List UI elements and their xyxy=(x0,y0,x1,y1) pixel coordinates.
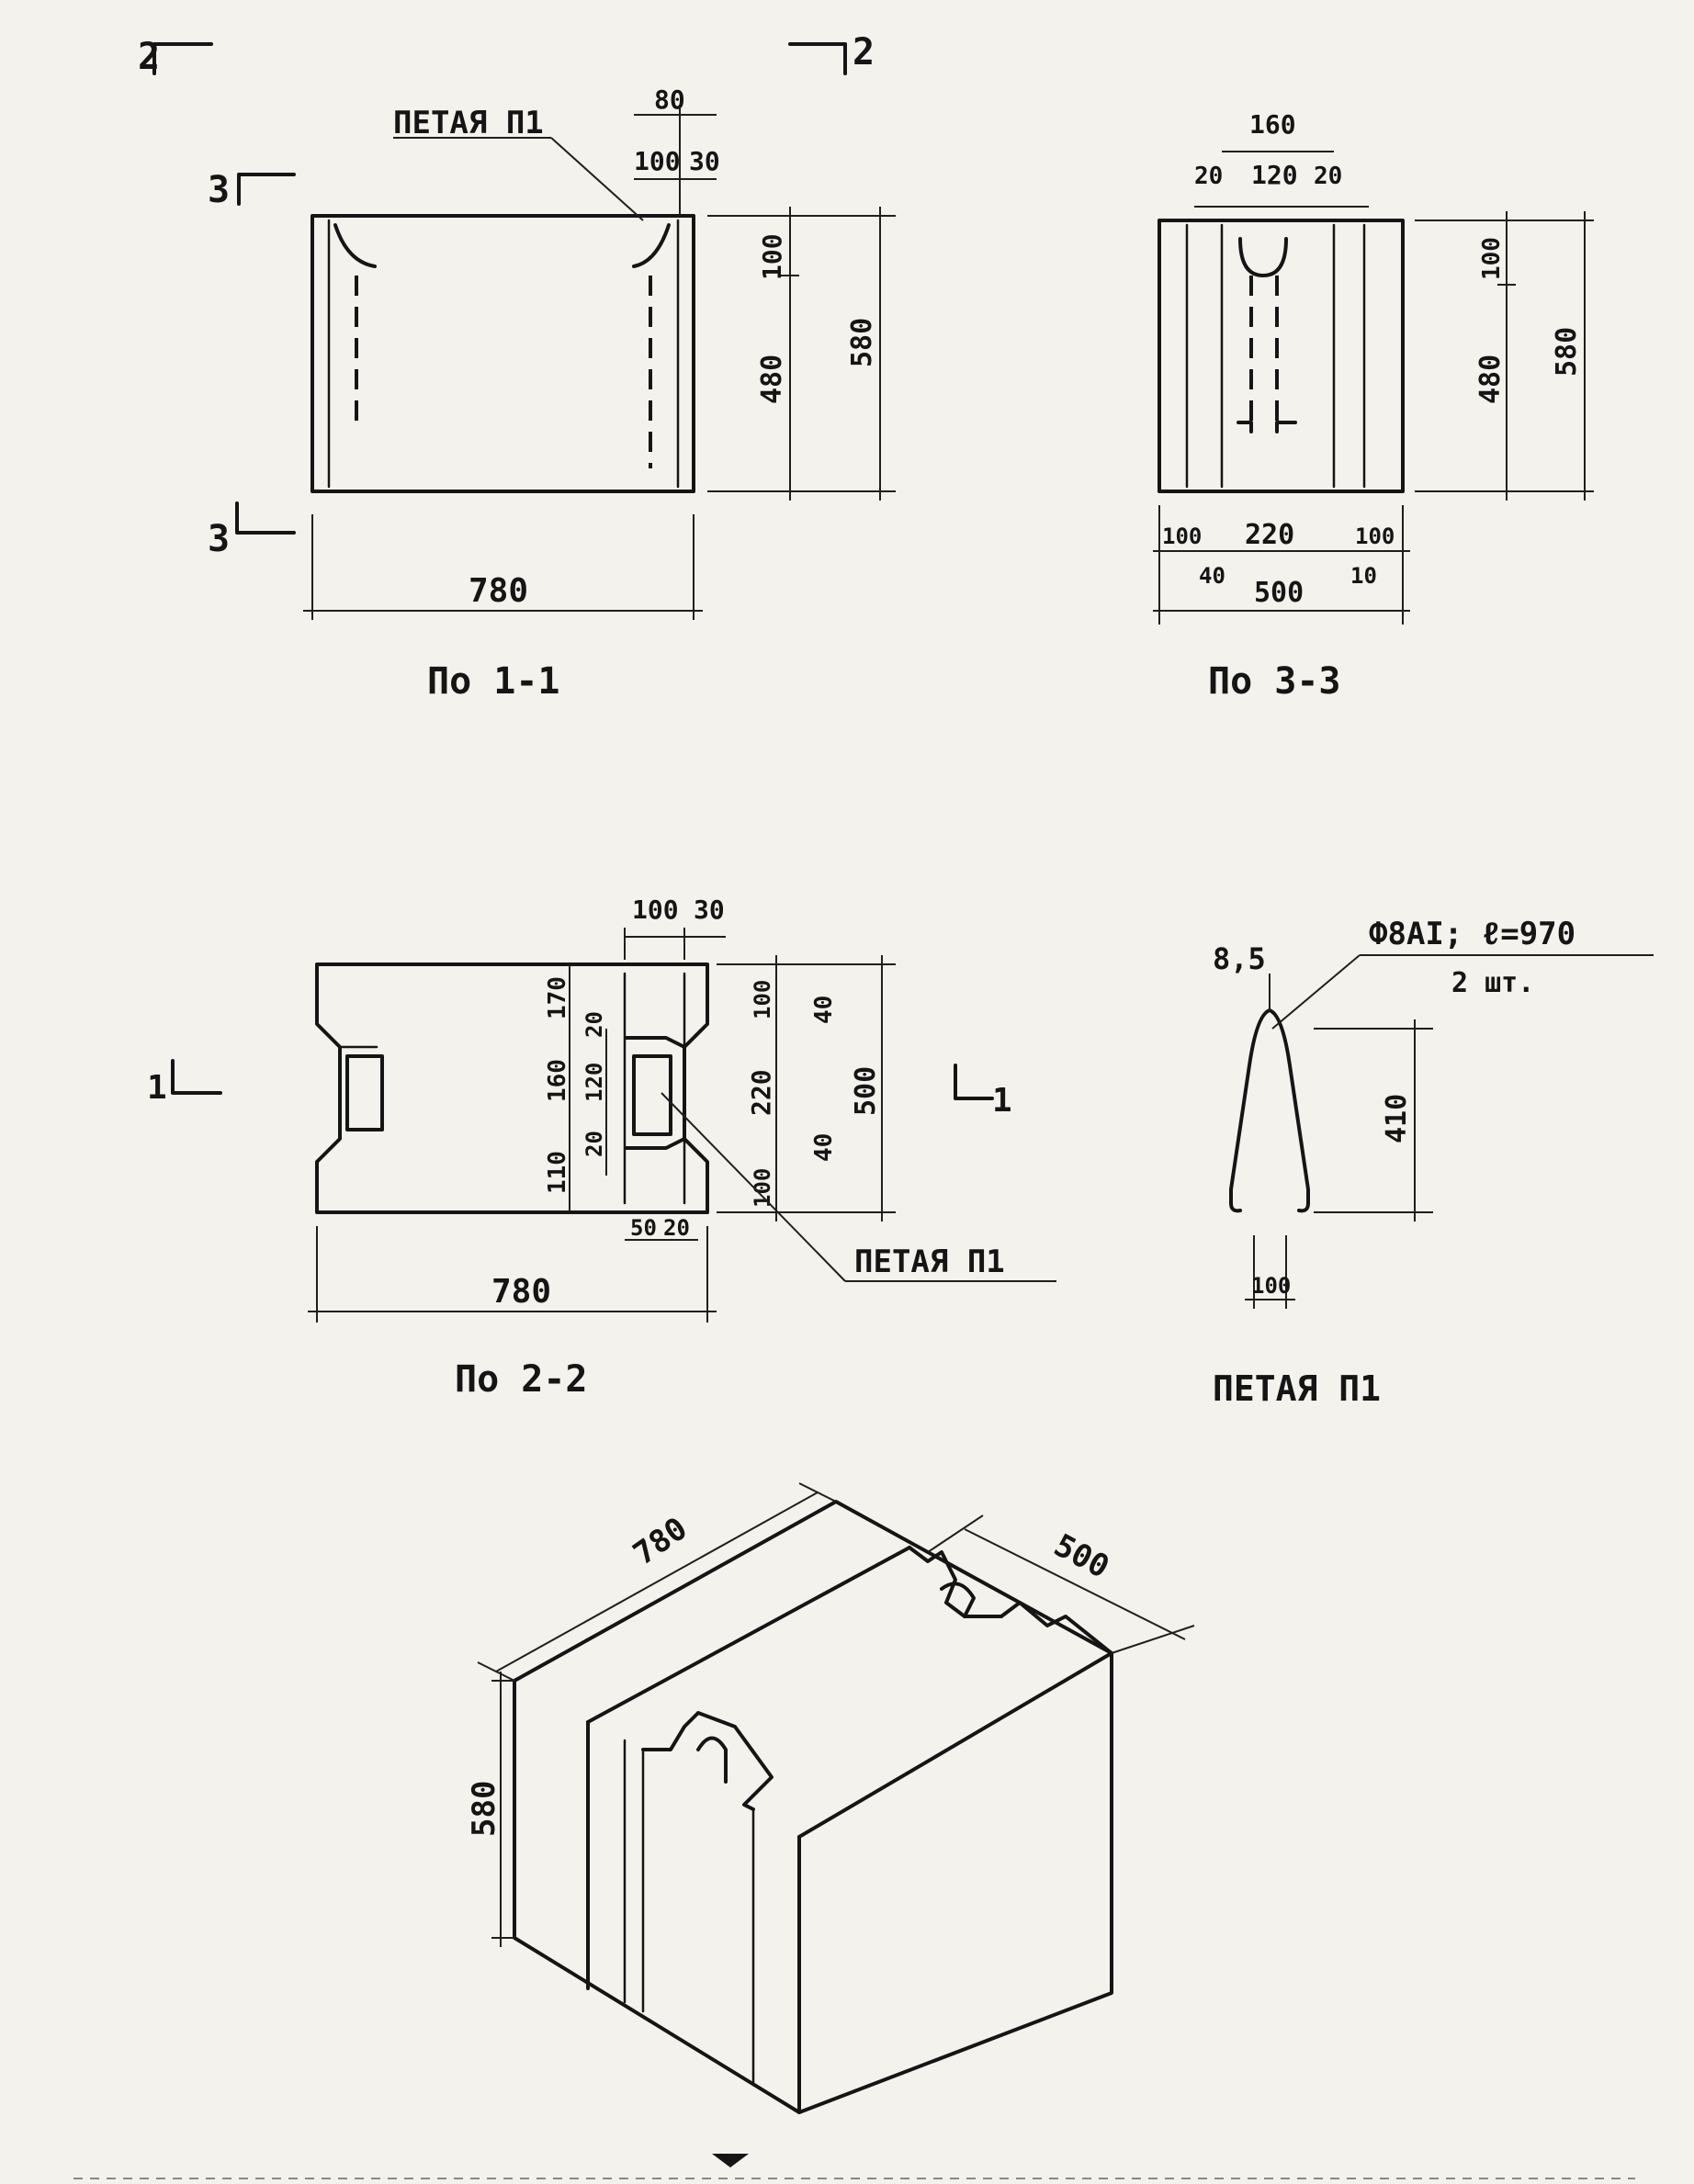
loop-detail-rebar-spec: Ф8АI; ℓ=970 xyxy=(1369,916,1575,952)
loop-detail-width: 100 xyxy=(1251,1273,1291,1299)
view-2-2-dim-r2: 40 xyxy=(810,996,838,1024)
view-1-1-title: По 1-1 xyxy=(427,660,560,703)
iso-dim-depth: 500 xyxy=(1048,1527,1115,1586)
view-2-2-dim-v4: 20 xyxy=(582,1011,607,1038)
view-2-2-dim-top-a: 100 xyxy=(632,895,679,925)
view-2-2-dim-top-b: 30 xyxy=(694,895,725,925)
cut-label-2-right: 2 xyxy=(853,31,875,73)
view-3-3-dim-top-left: 20 xyxy=(1194,163,1223,190)
view-3-3-dim-top-right: 20 xyxy=(1314,163,1342,190)
view-3-3-dim-bot-right2: 10 xyxy=(1350,563,1377,589)
view-2-2: 100 30 170 160 110 20 120 20 100 40 220 … xyxy=(308,895,1056,1401)
view-3-3-dim-right-top: 100 xyxy=(1478,237,1506,280)
view-1-1-loop-label: ПЕТАЯ П1 xyxy=(393,105,544,141)
view-2-2-title: По 2-2 xyxy=(455,1358,588,1401)
isometric-view: 780 500 580 xyxy=(466,1482,1195,2167)
view-3-3-dim-top-mid: 120 xyxy=(1251,160,1298,190)
view-3-3-dim-top-total: 160 xyxy=(1249,109,1296,140)
view-2-2-dim-v1: 170 xyxy=(544,976,571,1019)
view-1-1-dim-top-c: 30 xyxy=(689,146,720,176)
view-3-3-title: По 3-3 xyxy=(1208,660,1341,703)
view-1-1-dim-height: 580 xyxy=(846,318,878,367)
iso-dim-height: 580 xyxy=(466,1781,503,1837)
view-3-3-dim-bot-left: 100 xyxy=(1162,523,1202,549)
cut-label-3-bottom: 3 xyxy=(208,518,230,560)
cut-label-3-top: 3 xyxy=(208,169,230,211)
view-2-2-dim-v2: 160 xyxy=(544,1059,571,1102)
view-2-2-dim-v5: 120 xyxy=(582,1063,607,1102)
view-2-2-dim-v6: 20 xyxy=(582,1131,607,1157)
loop-detail-diameter: 8,5 xyxy=(1213,941,1266,976)
loop-detail-height: 410 xyxy=(1381,1094,1413,1143)
cut-markers: 2 2 3 3 1 1 xyxy=(138,31,1012,1120)
loop-detail: 8,5 Ф8АI; ℓ=970 2 шт. 410 100 ПЕТАЯ П1 xyxy=(1213,916,1654,1409)
cut-label-1-right: 1 xyxy=(992,1082,1012,1120)
loop-detail-title: ПЕТАЯ П1 xyxy=(1213,1368,1381,1409)
view-2-2-dim-r4: 40 xyxy=(810,1133,838,1162)
cut-label-2-left: 2 xyxy=(138,36,160,78)
loop-detail-qty: 2 шт. xyxy=(1451,967,1534,999)
view-3-3-dim-right-total: 580 xyxy=(1551,327,1583,377)
view-2-2-dim-r3: 220 xyxy=(746,1069,776,1116)
view-2-2-dim-bottom2: 20 xyxy=(663,1215,690,1241)
view-1-1-dim-top-b: 100 xyxy=(634,146,681,176)
view-2-2-dim-r-total: 500 xyxy=(850,1066,882,1116)
view-3-3-dim-right-mid: 480 xyxy=(1474,355,1507,404)
view-2-2-dim-bottom: 50 xyxy=(630,1215,657,1241)
view-3-3-dim-bot-mid: 220 xyxy=(1245,519,1294,551)
view-1-1-dim-width: 780 xyxy=(469,572,528,610)
view-3-3-dim-bot-total: 500 xyxy=(1254,577,1304,609)
view-2-2-loop-label: ПЕТАЯ П1 xyxy=(854,1244,1005,1280)
view-2-2-dim-r1: 100 xyxy=(750,980,775,1019)
view-2-2-dim-v3: 110 xyxy=(544,1151,571,1194)
view-3-3: 160 20 120 20 100 480 580 100 220 100 40… xyxy=(1153,109,1594,703)
view-1-1: ПЕТАЯ П1 80 100 30 100 480 580 780 По 1-… xyxy=(303,84,896,703)
iso-dim-length: 780 xyxy=(627,1510,694,1572)
view-2-2-dim-width: 780 xyxy=(491,1273,551,1311)
view-1-1-dim-lower: 480 xyxy=(756,355,788,404)
cut-label-1-left: 1 xyxy=(147,1069,167,1107)
view-3-3-dim-bot-left2: 40 xyxy=(1199,563,1225,589)
view-3-3-dim-bot-right: 100 xyxy=(1355,523,1395,549)
view-1-1-dim-upper: 100 xyxy=(757,233,787,280)
view-1-1-dim-top-a: 80 xyxy=(654,84,685,115)
